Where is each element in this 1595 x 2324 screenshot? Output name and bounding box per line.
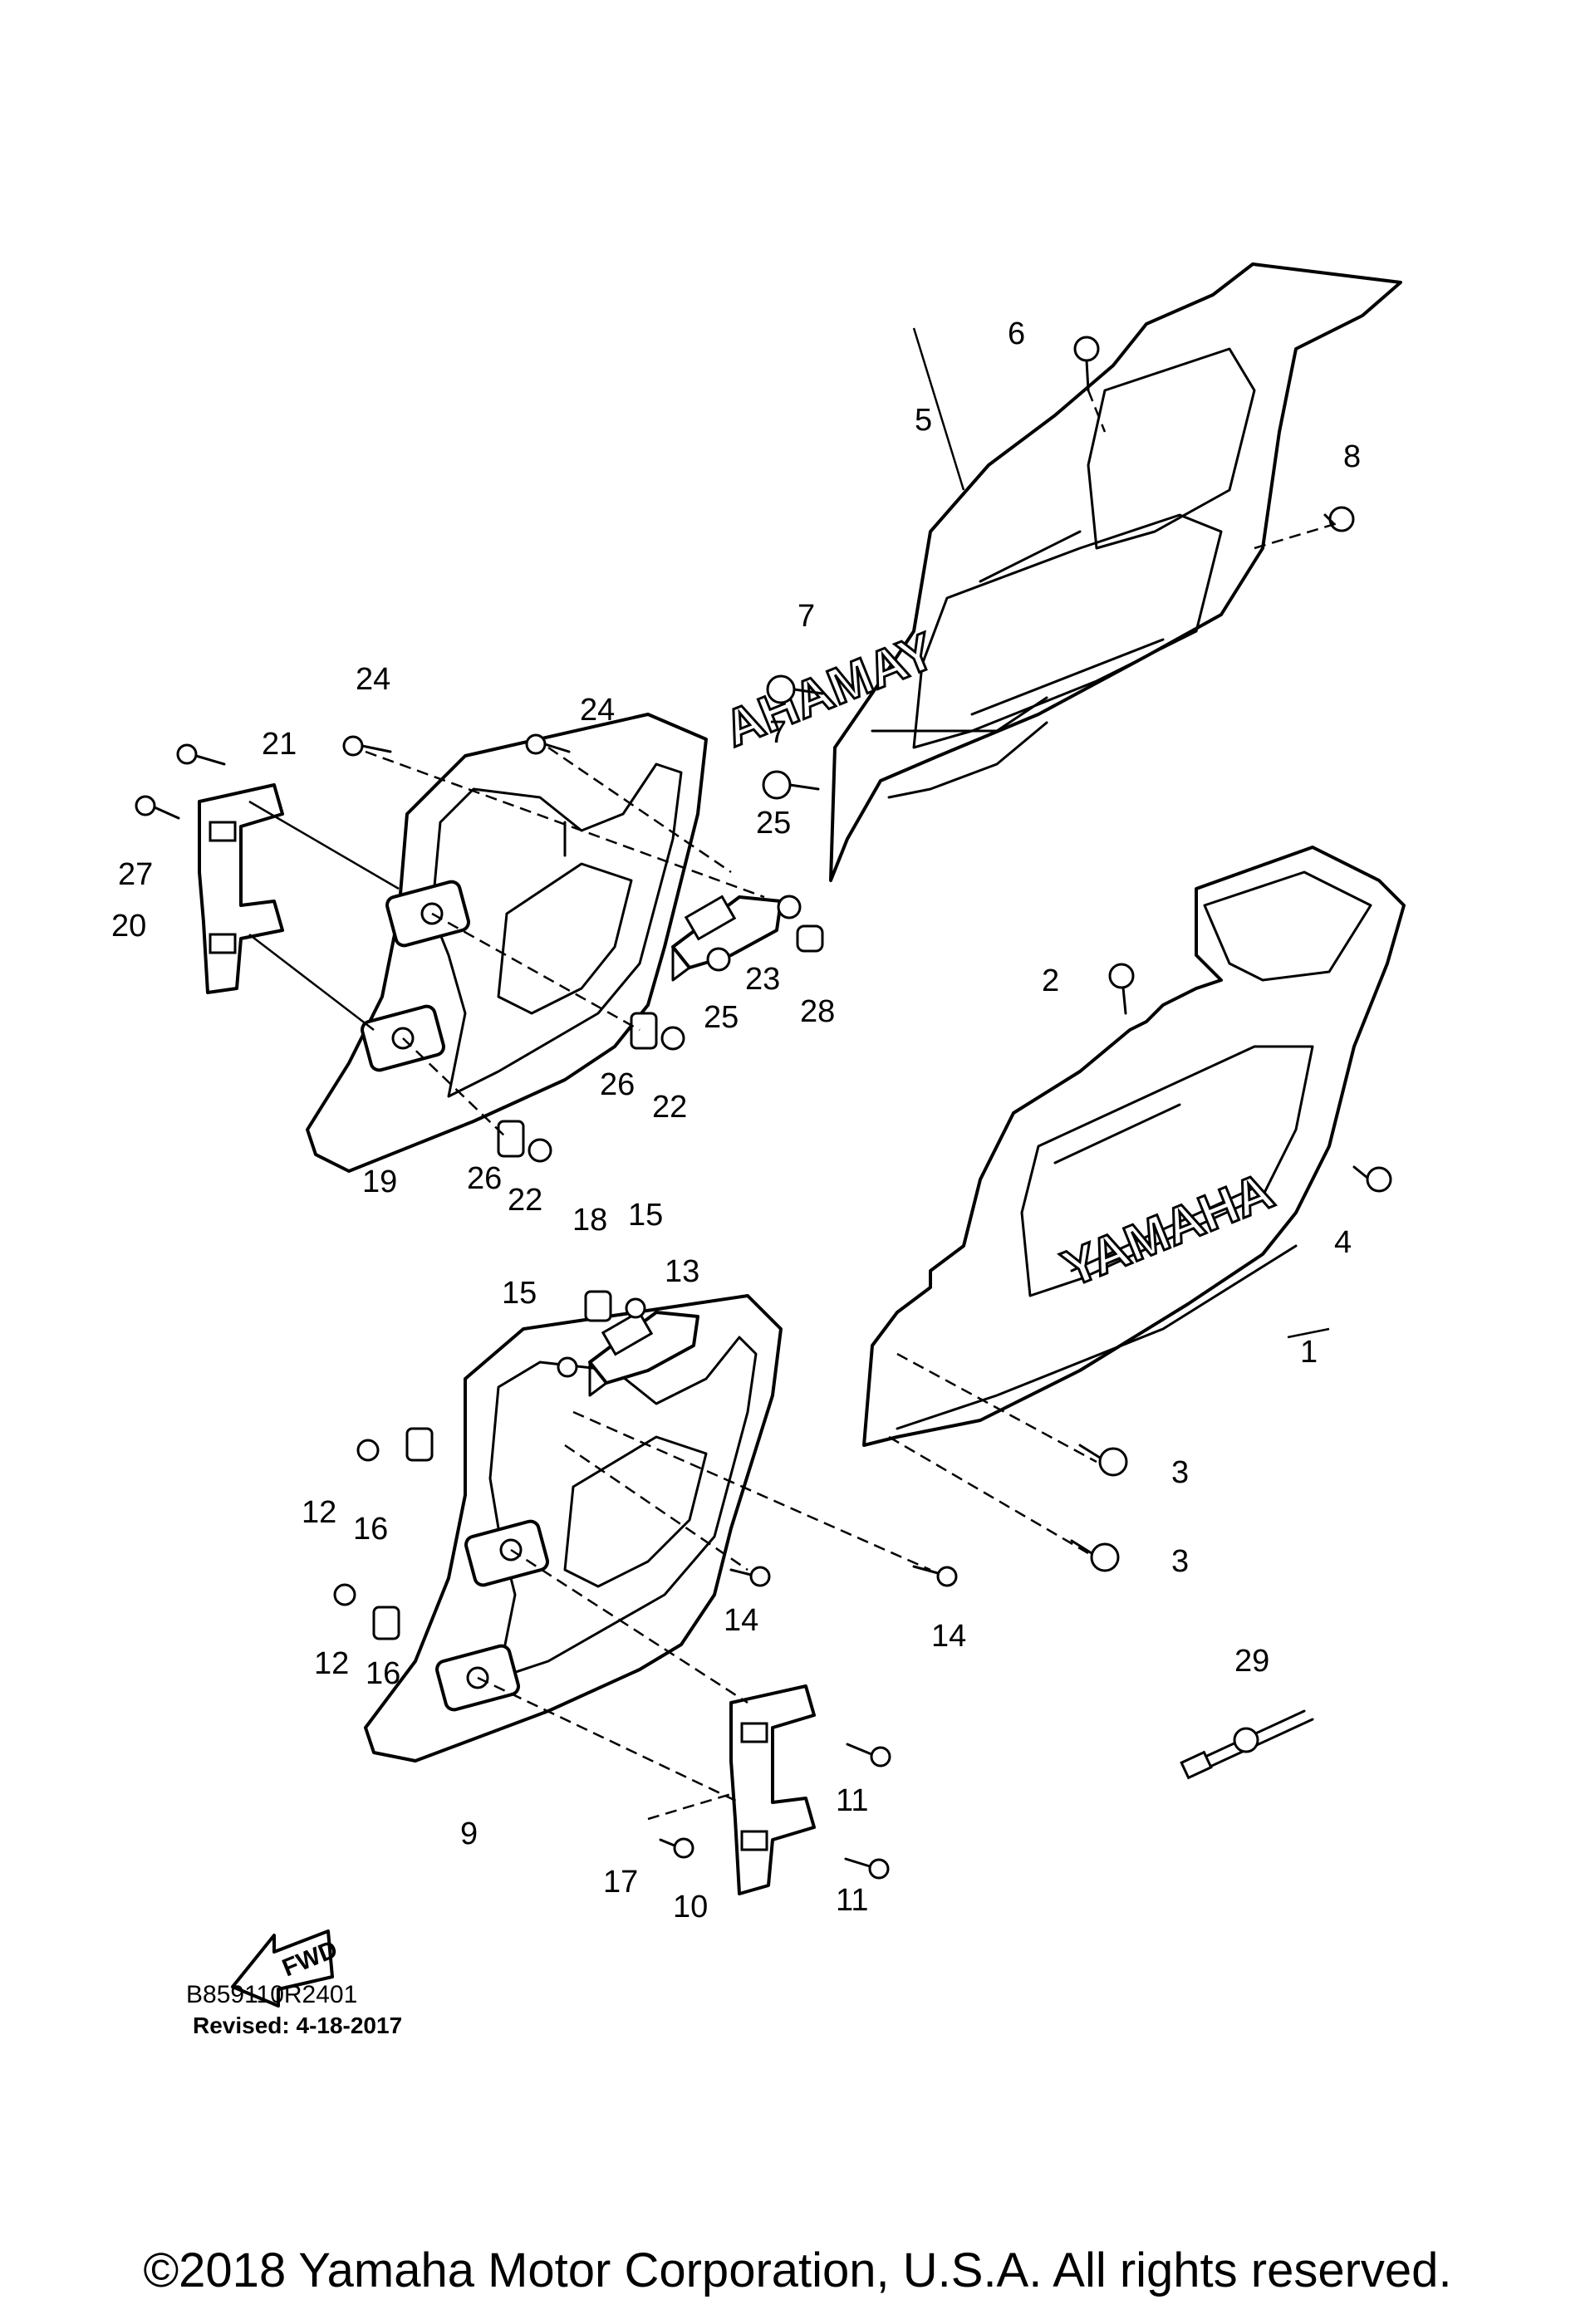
screw-14a[interactable] <box>729 1566 771 1587</box>
callout-8: 8 <box>1343 439 1361 474</box>
nut-25a[interactable] <box>777 895 802 919</box>
callout-16b: 16 <box>366 1656 400 1691</box>
screw-17[interactable] <box>659 1837 694 1859</box>
callouts: 1 2 3 3 4 5 6 7 7 8 9 10 11 11 12 12 13 … <box>111 316 1361 1924</box>
screw-24a[interactable] <box>342 735 392 757</box>
hardware-set <box>135 336 1392 1880</box>
collar-26b[interactable] <box>497 1120 525 1158</box>
callout-13: 13 <box>665 1254 699 1289</box>
side-cover-right[interactable]: YAMAHA <box>862 846 1406 1447</box>
callout-16a: 16 <box>353 1512 388 1547</box>
screw-24b[interactable] <box>525 733 571 755</box>
bolt-6[interactable] <box>1073 336 1100 392</box>
collar-16a[interactable] <box>405 1427 434 1462</box>
nut-25b[interactable] <box>706 947 731 972</box>
nut-22a[interactable] <box>660 1026 685 1051</box>
callout-14a: 14 <box>724 1603 758 1638</box>
bolt-4[interactable] <box>1352 1165 1392 1193</box>
side-cover-left[interactable]: YAMAHA <box>715 262 1402 882</box>
callout-11b: 11 <box>836 1883 868 1918</box>
rivet-3a[interactable] <box>1078 1444 1128 1477</box>
callout-24a: 24 <box>356 662 390 697</box>
callout-15a: 15 <box>628 1198 663 1233</box>
callout-24b: 24 <box>580 693 615 728</box>
callout-6: 6 <box>1008 316 1025 351</box>
callout-28: 28 <box>800 994 835 1029</box>
nut-22b[interactable] <box>528 1138 552 1163</box>
screw-21[interactable] <box>176 743 226 766</box>
washer-15a[interactable] <box>625 1297 646 1319</box>
revised-date: Revised: 4-18-2017 <box>193 2013 403 2038</box>
callout-1: 1 <box>1300 1335 1318 1370</box>
screw-11a[interactable] <box>846 1743 891 1768</box>
assembly-lines <box>248 327 1338 1821</box>
callout-20: 20 <box>111 909 146 944</box>
collar-18[interactable] <box>584 1290 612 1322</box>
collar-26a[interactable] <box>630 1012 658 1050</box>
latch-lower[interactable] <box>588 1310 699 1397</box>
callout-15b: 15 <box>502 1276 537 1311</box>
callout-3b: 3 <box>1171 1544 1189 1579</box>
callout-7b: 7 <box>769 715 787 750</box>
callout-23: 23 <box>745 962 780 997</box>
hinge-upper[interactable] <box>198 783 284 994</box>
bolt-2[interactable] <box>1108 963 1135 1015</box>
callout-11a: 11 <box>836 1783 868 1818</box>
callout-5: 5 <box>915 403 932 438</box>
callout-21: 21 <box>262 727 297 762</box>
callout-7a: 7 <box>798 599 815 634</box>
door-panel-lower[interactable] <box>364 1294 783 1763</box>
callout-22b: 22 <box>508 1183 542 1218</box>
latch-upper[interactable] <box>671 895 783 982</box>
screw-14b[interactable] <box>912 1565 958 1587</box>
washer-15b[interactable] <box>557 1356 578 1378</box>
clip-7a[interactable] <box>766 674 824 704</box>
rivet-3b[interactable] <box>1070 1539 1120 1572</box>
callout-17: 17 <box>603 1865 638 1900</box>
callout-27: 27 <box>118 857 153 892</box>
clip-7b[interactable] <box>762 770 820 800</box>
callout-22a: 22 <box>652 1090 687 1125</box>
callout-26b: 26 <box>467 1161 502 1196</box>
door-panel-upper[interactable] <box>306 713 708 1173</box>
callout-19: 19 <box>362 1164 397 1199</box>
hinge-lower[interactable] <box>729 1684 816 1895</box>
callout-18: 18 <box>572 1203 607 1238</box>
washer-12b[interactable] <box>333 1583 356 1606</box>
diagram-id: B859110R2401 <box>186 1981 358 2008</box>
callout-10: 10 <box>673 1890 708 1924</box>
callout-14b: 14 <box>931 1619 966 1654</box>
callout-25a: 25 <box>756 806 791 841</box>
callout-4: 4 <box>1334 1225 1352 1260</box>
callout-2: 2 <box>1042 963 1059 998</box>
callout-3a: 3 <box>1171 1455 1189 1490</box>
callout-26a: 26 <box>600 1067 635 1102</box>
cable-tie[interactable] <box>1180 1709 1314 1780</box>
callout-12a: 12 <box>302 1495 336 1530</box>
screw-27[interactable] <box>135 795 180 820</box>
bolt-8[interactable] <box>1323 506 1355 532</box>
copyright-notice: ©2018 Yamaha Motor Corporation, U.S.A. A… <box>143 2243 1452 2297</box>
screw-11b[interactable] <box>844 1857 890 1880</box>
callout-29: 29 <box>1234 1644 1269 1679</box>
callout-12b: 12 <box>314 1646 349 1681</box>
callout-25b: 25 <box>704 1000 739 1035</box>
washer-12a[interactable] <box>356 1439 380 1462</box>
collar-16b[interactable] <box>372 1606 400 1640</box>
callout-9: 9 <box>460 1817 478 1851</box>
collar-28[interactable] <box>796 924 824 953</box>
